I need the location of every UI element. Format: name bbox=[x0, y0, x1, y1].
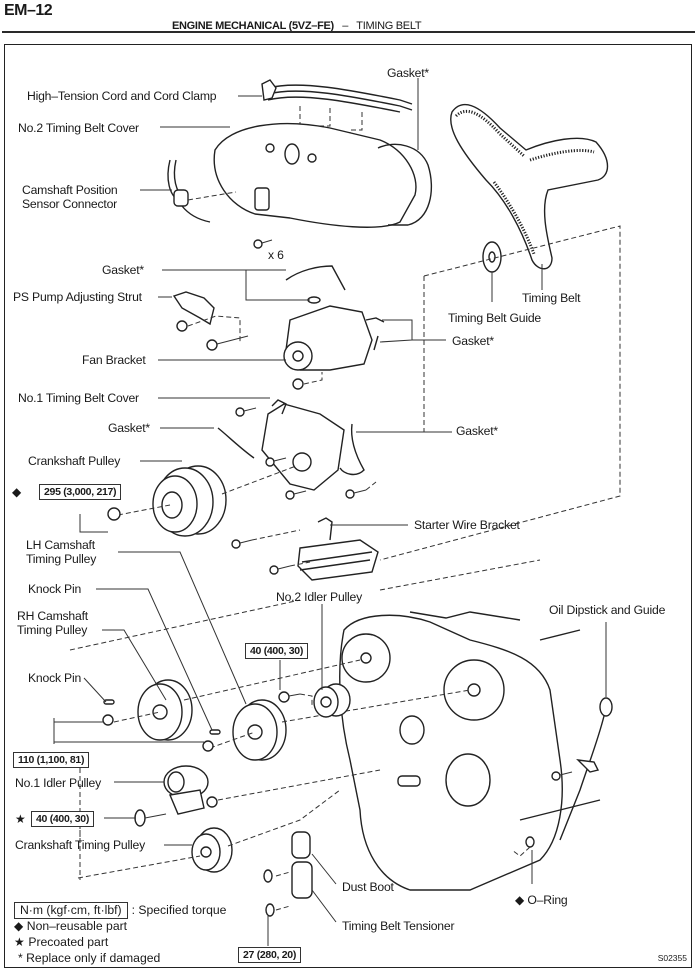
subsection-name: TIMING BELT bbox=[356, 20, 422, 32]
label-rh-camshaft-pulley-2: Timing Pulley bbox=[17, 623, 88, 637]
leader-lines bbox=[53, 78, 607, 946]
tensioner-drawing bbox=[291, 831, 313, 899]
label-dust-boot: Dust Boot bbox=[342, 880, 394, 894]
label-lh-camshaft-pulley-1: LH Camshaft bbox=[26, 538, 95, 552]
torque-no2-idler-bolt: 40 (400, 30) bbox=[245, 643, 309, 659]
torque-camshaft-pulley-bolts: 110 (1,100, 81) bbox=[13, 752, 90, 768]
non-reusable-icon: ◆ bbox=[14, 919, 24, 933]
legend-precoated: ★ Precoated part bbox=[14, 935, 108, 950]
label-knock-pin-lower: Knock Pin bbox=[28, 671, 82, 685]
label-fan-bracket: Fan Bracket bbox=[82, 353, 146, 367]
label-high-tension-cord: High–Tension Cord and Cord Clamp bbox=[27, 89, 217, 103]
label-gasket-no1-right: Gasket* bbox=[456, 424, 498, 438]
label-ps-pump-strut: PS Pump Adjusting Strut bbox=[13, 290, 142, 304]
non-reusable-icon: ◆ bbox=[12, 485, 22, 499]
figure-id: S02355 bbox=[657, 953, 687, 963]
legend-precoated-text: Precoated part bbox=[28, 935, 109, 949]
torque-crankshaft-pulley-bolt: 295 (3,000, 217) bbox=[39, 484, 122, 500]
lh-camshaft-pulley-drawing bbox=[232, 699, 287, 761]
no1-timing-belt-cover-drawing bbox=[261, 403, 345, 491]
timing-belt-drawing bbox=[450, 103, 609, 270]
long-bolt-drawing bbox=[206, 335, 249, 351]
label-timing-belt: Timing Belt bbox=[522, 291, 581, 305]
label-knock-pin-upper: Knock Pin bbox=[28, 582, 82, 596]
bolt-drawing bbox=[253, 239, 273, 249]
label-timing-belt-tensioner: Timing Belt Tensioner bbox=[342, 919, 455, 933]
ps-pump-strut-drawing bbox=[172, 291, 215, 332]
legend-non-reusable: ◆ Non–reusable part bbox=[14, 919, 127, 934]
section-separator: – bbox=[342, 20, 349, 32]
o-ring-text: O–Ring bbox=[527, 893, 568, 907]
legend-torque: N·m (kgf·cm, ft·lbf): Specified torque bbox=[14, 902, 226, 919]
label-gasket-top: Gasket* bbox=[387, 66, 429, 80]
label-crankshaft-pulley: Crankshaft Pulley bbox=[28, 454, 121, 468]
figure-frame bbox=[4, 44, 692, 968]
label-gasket-strut: Gasket* bbox=[102, 263, 144, 277]
idler-bolt-drawing bbox=[134, 809, 167, 827]
crankshaft-pulley-drawing bbox=[152, 465, 227, 537]
label-crankshaft-timing-pulley: Crankshaft Timing Pulley bbox=[15, 838, 145, 852]
no1-idler-pulley-drawing bbox=[163, 765, 209, 815]
legend-torque-units: N·m (kgf·cm, ft·lbf) bbox=[14, 902, 128, 919]
camshaft-position-sensor-drawing bbox=[167, 159, 211, 223]
label-rh-camshaft-pulley-1: RH Camshaft bbox=[17, 609, 88, 623]
rh-camshaft-pulley-drawing bbox=[137, 679, 193, 741]
section-name: ENGINE MECHANICAL (5VZ–FE) bbox=[172, 20, 334, 32]
legend-non-reusable-text: Non–reusable part bbox=[26, 919, 128, 933]
label-no1-timing-belt-cover: No.1 Timing Belt Cover bbox=[18, 391, 139, 405]
legend-replace-if-damaged: * Replace only if damaged bbox=[18, 951, 161, 965]
label-camshaft-position-sensor-2: Sensor Connector bbox=[22, 197, 118, 211]
non-reusable-icon: ◆ bbox=[515, 893, 525, 907]
no2-idler-pulley-drawing bbox=[313, 683, 351, 718]
torque-tensioner-bolts: 27 (280, 20) bbox=[238, 947, 302, 963]
torque-no1-idler-bolt: 40 (400, 30) bbox=[31, 811, 95, 827]
precoated-icon: ★ bbox=[14, 935, 25, 949]
header-rule bbox=[2, 31, 695, 33]
no2-timing-belt-cover-drawing bbox=[213, 123, 417, 228]
label-lh-camshaft-pulley-2: Timing Pulley bbox=[26, 552, 97, 566]
starter-wire-bracket-drawing bbox=[297, 517, 379, 581]
label-gasket-no1-left: Gasket* bbox=[108, 421, 150, 435]
label-camshaft-position-sensor-1: Camshaft Position bbox=[22, 183, 118, 197]
legend-torque-desc: : Specified torque bbox=[131, 903, 227, 917]
precoated-icon: ★ bbox=[15, 812, 26, 826]
label-no2-idler-pulley: No.2 Idler Pulley bbox=[276, 590, 363, 604]
label-no1-idler-pulley: No.1 Idler Pulley bbox=[15, 776, 102, 790]
oil-dipstick-drawing bbox=[559, 697, 613, 841]
page-number: EM–12 bbox=[4, 2, 53, 19]
label-timing-belt-guide: Timing Belt Guide bbox=[448, 311, 542, 325]
crankshaft-timing-pulley-drawing bbox=[191, 827, 233, 873]
label-no2-timing-belt-cover: No.2 Timing Belt Cover bbox=[18, 121, 139, 135]
high-tension-cord-drawing bbox=[261, 79, 413, 113]
label-starter-wire-bracket: Starter Wire Bracket bbox=[414, 518, 520, 532]
engine-block-drawing bbox=[339, 611, 601, 891]
label-gasket-fan-right: Gasket* bbox=[452, 334, 494, 348]
section-title: ENGINE MECHANICAL (5VZ–FE) – TIMING BELT bbox=[172, 20, 422, 32]
gasket-top-drawing bbox=[377, 143, 432, 226]
label-oil-dipstick: Oil Dipstick and Guide bbox=[549, 603, 666, 617]
label-o-ring: ◆ O–Ring bbox=[515, 893, 568, 907]
label-bolt-count: x 6 bbox=[268, 248, 284, 262]
